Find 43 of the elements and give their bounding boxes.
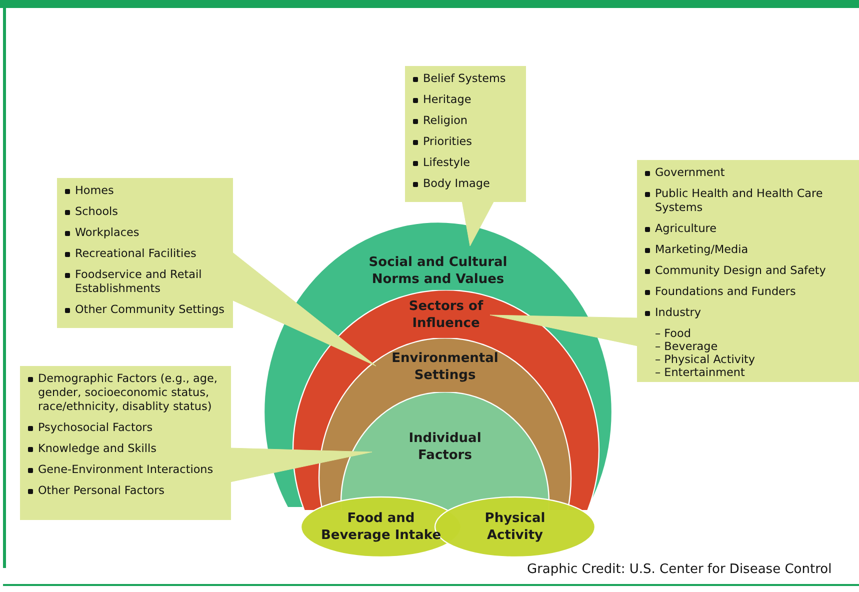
list-item: Religion [413, 114, 520, 128]
callout-pointer [490, 314, 638, 346]
callout-pointer [462, 200, 494, 246]
callout-box [57, 178, 233, 328]
callout-pointer [232, 252, 376, 366]
layer-label: Sectors of Influence [408, 298, 484, 332]
list-item: Marketing/Media [645, 243, 853, 257]
layer-label: Social and Cultural Norms and Values [368, 254, 508, 288]
list-item: Agriculture [645, 222, 853, 236]
list-item: Heritage [413, 93, 520, 107]
list-item: – Physical Activity [654, 353, 756, 366]
list-item: Homes [65, 184, 227, 198]
list-item: Lifestyle [413, 156, 520, 170]
layer-label: Environmental Settings [390, 350, 500, 384]
list-item: Public Health and Health Care Systems [645, 187, 853, 215]
list-item: Gene-Environment Interactions [28, 463, 225, 477]
callout-box [637, 160, 859, 382]
list-item: – Food [654, 327, 692, 340]
list-item: Workplaces [65, 226, 227, 240]
list-item: Priorities [413, 135, 520, 149]
list-item: Body Image [413, 177, 520, 191]
list-item: Belief Systems [413, 72, 520, 86]
list-item: Community Design and Safety [645, 264, 853, 278]
oval-label: Physical Activity [484, 510, 546, 544]
callout-box [405, 66, 526, 202]
list-item: Demographic Factors (e.g., age, gender, socioeconomic status, race/ethnicity, disablity status) [28, 372, 225, 414]
list-item: Other Community Settings [65, 303, 227, 317]
list-item: – Entertainment [654, 366, 746, 379]
list-item: Recreational Facilities [65, 247, 227, 261]
list-item: Government [645, 166, 853, 180]
callout-box [20, 366, 231, 520]
list-item: Schools [65, 205, 227, 219]
list-item: Other Personal Factors [28, 484, 225, 498]
list-item: Psychosocial Factors [28, 421, 225, 435]
credit-caption: Graphic Credit: U.S. Center for Disease Control [527, 562, 832, 577]
oval-label: Food and Beverage Intake [320, 510, 442, 544]
layer-label: Individual Factors [408, 430, 482, 464]
callout-pointer [230, 448, 372, 482]
list-item: – Beverage [654, 340, 719, 353]
list-item: Foundations and Funders [645, 285, 853, 299]
list-item: Foodservice and Retail Establishments [65, 268, 227, 296]
list-item: Knowledge and Skills [28, 442, 225, 456]
list-item: Industry [645, 306, 853, 320]
